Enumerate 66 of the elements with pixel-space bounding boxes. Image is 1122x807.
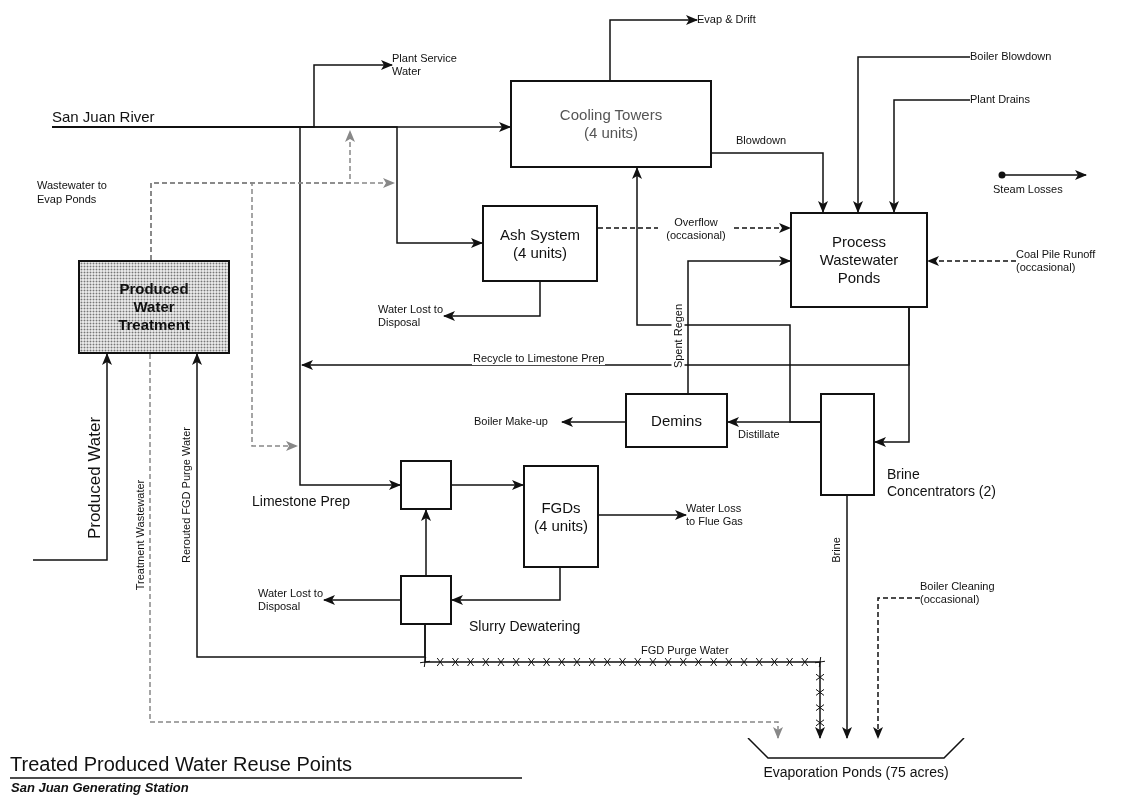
- flow-arrow: [421, 509, 431, 576]
- flow-arrow: [874, 307, 910, 447]
- note-label: Wastewater to Evap Ponds: [37, 178, 108, 206]
- stream-label: Water Lost to Disposal: [258, 587, 324, 613]
- dashed-arrow: [927, 256, 1017, 266]
- dashed-arrow: [149, 353, 783, 739]
- edge-label: Distillate: [737, 428, 781, 441]
- node-label: Evaporation Ponds (75 acres): [762, 764, 950, 780]
- flow-arrow: [687, 256, 791, 394]
- flow-arrow: [632, 167, 821, 423]
- box-caption: Limestone Prep: [252, 493, 352, 510]
- process-box: [625, 393, 728, 448]
- node-label: Cooling Towers (4 units): [558, 106, 664, 142]
- legend-label: Steam Losses: [993, 183, 1063, 195]
- process-box: [510, 80, 712, 168]
- edge-label: Rerouted FGD Purge Water: [179, 426, 193, 564]
- flow-arrow: [561, 417, 626, 427]
- stream-label: Plant Service Water: [392, 52, 472, 78]
- box-caption: Slurry Dewatering: [469, 618, 582, 635]
- process-box: [790, 212, 928, 308]
- flow-arrow: [711, 152, 828, 213]
- flow-arrow: [598, 510, 687, 520]
- edge-label: Treatment Wastewater: [133, 478, 147, 592]
- node-label: Process Wastewater Ponds: [818, 233, 900, 287]
- process-box: [523, 465, 599, 568]
- box-caption: Brine Concentrators (2): [887, 466, 997, 500]
- dashed-arrow: [150, 182, 298, 451]
- edge-label: Brine: [829, 536, 843, 564]
- stream-label: Boiler Blowdown: [970, 50, 1080, 64]
- flow-arrow: [853, 56, 971, 213]
- diagram-title: Treated Produced Water Reuse Points: [10, 752, 353, 776]
- stream-label: Plant Drains: [970, 93, 1060, 107]
- node-label: Produced Water Treatment: [117, 280, 191, 334]
- stream-label: Water Loss to Flue Gas: [686, 502, 752, 528]
- stream-label: Boiler Cleaning (occasional): [920, 580, 1015, 606]
- dashed-arrow: [873, 597, 921, 739]
- flow-arrow: [609, 15, 698, 81]
- process-box: [482, 205, 598, 282]
- edge-label: Recycle to Limestone Prep: [472, 352, 606, 365]
- flow-arrow: [32, 353, 112, 561]
- flow-arrow: [51, 126, 401, 490]
- process-box: [400, 460, 452, 510]
- node-label: Demins: [651, 411, 702, 430]
- flow-arrow: [443, 281, 541, 321]
- flow-arrow: [192, 353, 426, 658]
- diagram-caption: San Juan Generating Station: [11, 780, 189, 795]
- edge-label: FGD Purge Water: [640, 644, 730, 657]
- flow-arrow: [889, 99, 971, 213]
- process-box: [400, 575, 452, 625]
- stream-label: Boiler Make-up: [474, 415, 562, 429]
- flow-arrow: [842, 495, 852, 739]
- stream-label: Evap & Drift: [697, 13, 777, 27]
- flow-arrow: [451, 480, 524, 490]
- treatment-box: [78, 260, 230, 354]
- edge-label: Overflow (occasional): [658, 216, 734, 242]
- edge-label: Blowdown: [735, 134, 788, 147]
- stream-label: San Juan River: [52, 108, 202, 127]
- node-label: Ash System (4 units): [499, 225, 581, 262]
- flow-arrow: [451, 567, 561, 605]
- edge-label: Spent Regen: [671, 302, 685, 370]
- node-label: FGDs (4 units): [533, 498, 589, 535]
- flow-arrow: [420, 624, 825, 739]
- process-box: [820, 393, 875, 496]
- stream-label: Water Lost to Disposal: [378, 303, 444, 329]
- stream-label: Coal Pile Runoff (occasional): [1016, 248, 1116, 274]
- flow-arrow: [323, 595, 401, 605]
